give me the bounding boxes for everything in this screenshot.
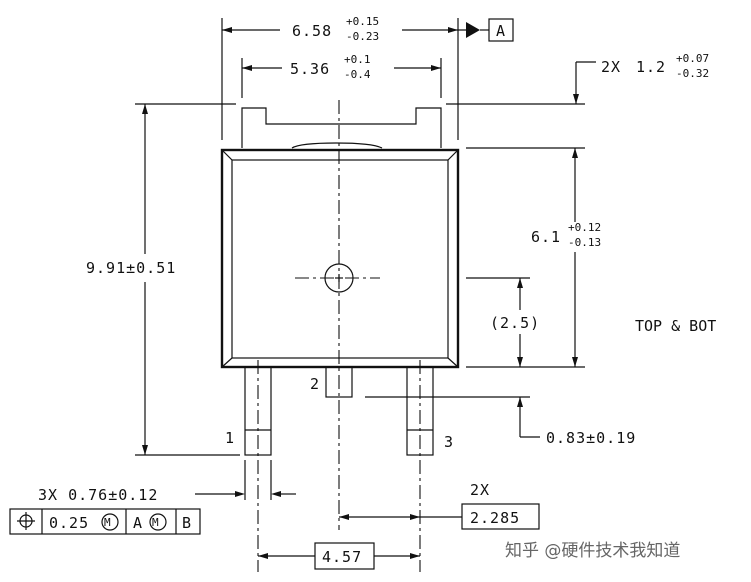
dim-lead-pitch: 2X 2.285: [339, 481, 540, 530]
dim-lead-width: 3X 0.76±0.12: [38, 460, 296, 504]
svg-text:A: A: [133, 514, 143, 532]
svg-text:2.285: 2.285: [470, 509, 520, 527]
package-outline: [220, 107, 460, 369]
mmc-modifier-icon: [101, 513, 119, 531]
svg-text:2X: 2X: [470, 481, 490, 499]
svg-text:6.58: 6.58: [292, 22, 332, 40]
svg-text:+0.1: +0.1: [344, 53, 371, 66]
dim-outer-spacing: 4.57: [258, 542, 420, 570]
position-symbol-icon: [17, 512, 35, 530]
svg-text:-0.23: -0.23: [346, 30, 379, 43]
svg-text:4.57: 4.57: [322, 548, 362, 566]
svg-text:9.91±0.51: 9.91±0.51: [86, 259, 176, 277]
dim-body-height: 6.1 +0.12 -0.13: [522, 148, 622, 367]
pin-1-label: 1: [225, 429, 234, 447]
svg-text:3X 0.76±0.12: 3X 0.76±0.12: [38, 486, 158, 504]
svg-text:1.2: 1.2: [636, 58, 666, 76]
mmc-modifier-icon-2: [149, 513, 167, 531]
dim-overall-width: 6.58 +0.15 -0.23: [222, 15, 489, 44]
svg-text:+0.15: +0.15: [346, 15, 379, 28]
pin-2-label: 2: [310, 375, 319, 393]
lead-2: [325, 366, 353, 398]
svg-text:M: M: [152, 516, 159, 529]
svg-text:+0.12: +0.12: [568, 221, 601, 234]
svg-text:0.83±0.19: 0.83±0.19: [546, 429, 636, 447]
dim-center-offset: (2.5): [486, 278, 552, 367]
watermark: 知乎 @硬件技术我知道: [505, 541, 680, 561]
center-hole: [295, 263, 380, 293]
svg-text:5.36: 5.36: [290, 60, 330, 78]
view-label: TOP & BOT: [635, 317, 716, 335]
svg-text:A: A: [496, 22, 505, 40]
svg-text:2X: 2X: [601, 58, 621, 76]
tolerance-frame: 0.25 M A M B: [9, 508, 201, 535]
dim-lead-length: 0.83±0.19: [517, 397, 636, 447]
dim-tab-width: 5.36 +0.1 -0.4: [242, 53, 441, 83]
svg-text:-0.32: -0.32: [676, 67, 709, 80]
svg-text:+0.07: +0.07: [676, 52, 709, 65]
svg-text:B: B: [182, 514, 192, 532]
svg-text:M: M: [104, 516, 111, 529]
pin-3-label: 3: [444, 433, 453, 451]
svg-text:-0.13: -0.13: [568, 236, 601, 249]
svg-text:0.25: 0.25: [49, 514, 89, 532]
datum-a-box: A: [488, 18, 514, 42]
dim-total-height: 9.91±0.51: [82, 104, 206, 455]
svg-text:6.1: 6.1: [531, 228, 561, 246]
svg-text:(2.5): (2.5): [490, 314, 540, 332]
svg-text:-0.4: -0.4: [344, 68, 371, 81]
dim-tab-height: 2X 1.2 +0.07 -0.32: [573, 52, 709, 104]
